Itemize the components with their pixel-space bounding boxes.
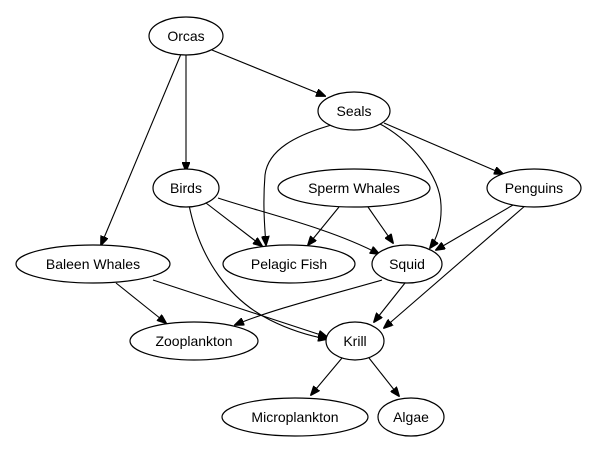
node-penguins: Penguins	[486, 168, 582, 208]
node-squid-label: Squid	[389, 256, 425, 272]
edge-krill-microplankton	[311, 357, 343, 395]
edge-seals-penguins	[383, 122, 503, 174]
edge-penguins-squid	[436, 204, 514, 250]
edge-squid-krill	[374, 282, 406, 322]
edge-birds-squid	[217, 197, 379, 254]
node-squid-shape	[371, 244, 443, 284]
node-baleen-whales-shape	[15, 244, 171, 284]
edge-baleen-whales-zooplankton	[115, 282, 166, 323]
node-baleen-whales-label: Baleen Whales	[46, 256, 140, 272]
edge-squid-zooplankton	[235, 279, 383, 325]
edges	[101, 47, 527, 396]
edge-krill-algae	[368, 357, 399, 396]
node-squid: Squid	[371, 244, 443, 284]
node-sperm-whales-shape	[277, 168, 431, 208]
node-zooplankton: Zooplankton	[129, 321, 259, 361]
node-baleen-whales: Baleen Whales	[15, 244, 171, 284]
node-krill-label: Krill	[343, 333, 366, 349]
node-birds-label: Birds	[170, 180, 202, 196]
node-birds: Birds	[152, 168, 220, 208]
edge-birds-pelagic-fish	[205, 202, 262, 246]
node-microplankton-label: Microplankton	[251, 409, 338, 425]
node-microplankton-shape	[221, 397, 369, 437]
edge-penguins-krill	[384, 204, 527, 328]
node-sperm-whales: Sperm Whales	[277, 168, 431, 208]
node-penguins-label: Penguins	[505, 180, 563, 196]
node-seals: Seals	[317, 91, 391, 131]
edge-orcas-baleen-whales	[101, 53, 182, 245]
node-penguins-shape	[486, 168, 582, 208]
node-sperm-whales-label: Sperm Whales	[308, 180, 400, 196]
edge-sperm-whales-squid	[367, 206, 393, 243]
node-orcas: Orcas	[148, 16, 224, 56]
node-algae-shape	[377, 397, 445, 437]
node-birds-shape	[152, 168, 220, 208]
node-seals-label: Seals	[336, 103, 371, 119]
node-algae-label: Algae	[393, 409, 429, 425]
edge-sperm-whales-pelagic-fish	[308, 206, 340, 245]
node-pelagic-fish-label: Pelagic Fish	[251, 256, 327, 272]
edge-seals-squid	[379, 123, 442, 248]
edge-baleen-whales-krill	[152, 279, 327, 337]
node-zooplankton-label: Zooplankton	[155, 333, 232, 349]
node-zooplankton-shape	[129, 321, 259, 361]
edge-birds-krill	[188, 204, 327, 339]
node-algae: Algae	[377, 397, 445, 437]
node-krill-shape	[325, 321, 385, 361]
node-microplankton: Microplankton	[221, 397, 369, 437]
node-pelagic-fish: Pelagic Fish	[222, 244, 356, 284]
node-krill: Krill	[325, 321, 385, 361]
node-seals-shape	[317, 91, 391, 131]
edge-seals-pelagic-fish	[264, 123, 336, 245]
node-orcas-shape	[148, 16, 224, 56]
node-orcas-label: Orcas	[167, 28, 204, 44]
node-pelagic-fish-shape	[222, 244, 356, 284]
edge-orcas-seals	[206, 47, 325, 96]
